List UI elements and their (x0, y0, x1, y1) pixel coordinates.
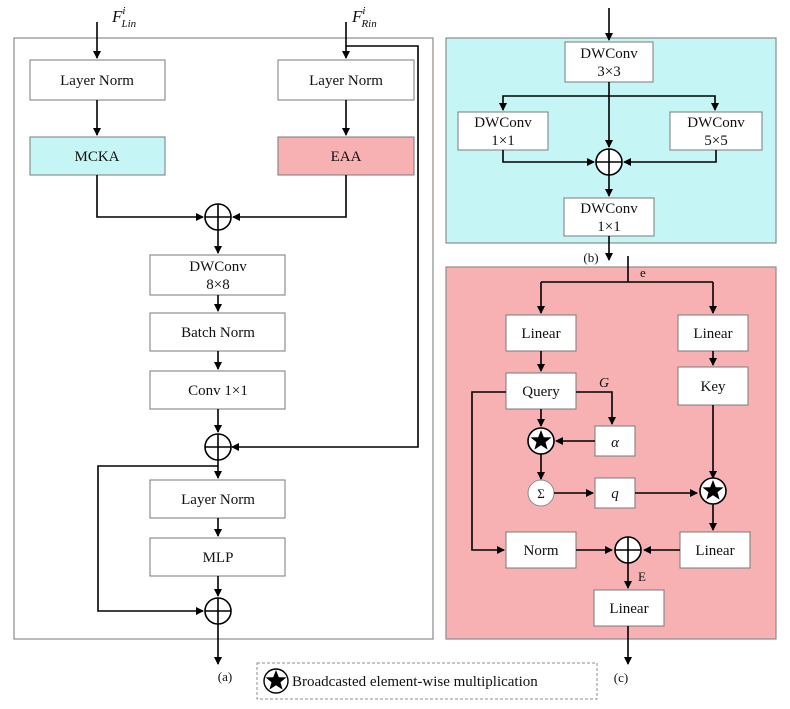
linear-bottom-label: Linear (609, 601, 648, 617)
arrow-query-norm (471, 391, 506, 554)
layer-norm-right-label: Layer Norm (309, 73, 383, 89)
arrow-b-left-add (502, 150, 595, 166)
add-icon-2 (204, 433, 232, 461)
dwconv-5-box (669, 111, 763, 151)
arrow-eaa-add (232, 175, 347, 221)
dwconv-3-box (564, 41, 654, 83)
arrow-b-right-add (623, 150, 717, 166)
query-label: Query (522, 384, 560, 400)
dwconv-5-label-1: DWConv (687, 115, 745, 131)
batch-norm-label: Batch Norm (181, 325, 255, 341)
input-e-label: e (640, 265, 646, 280)
conv-box (149, 370, 286, 410)
add-icon-c (614, 536, 642, 564)
alpha-label: α (611, 435, 620, 451)
arrow-b-right (609, 95, 719, 111)
dwconv-3-label-2: 3×3 (597, 64, 620, 80)
mlp-box (149, 537, 286, 577)
layer-norm-bottom-box (149, 479, 286, 519)
dwconv-1-label-2: 1×1 (491, 133, 514, 149)
star-icon-2 (699, 477, 727, 505)
legend-star-icon (263, 668, 289, 694)
linear-bottom-box (593, 589, 665, 627)
linear-right-box (677, 314, 749, 352)
mlp-label: MLP (203, 550, 234, 566)
dwconv-1b-label-1: DWConv (580, 201, 638, 217)
conv-label: Conv 1×1 (188, 383, 248, 399)
dwconv-5-label-2: 5×5 (704, 133, 727, 149)
linear-left-label: Linear (521, 326, 560, 342)
dwconv-1-box (457, 111, 549, 151)
panel-a-label: (a) (218, 669, 232, 684)
dwconv-8-label-2: 8×8 (206, 277, 229, 293)
add-icon-b (595, 148, 623, 176)
add-icon-3 (204, 597, 232, 625)
skip-wire-left (97, 465, 218, 615)
panel-b-label: (b) (583, 250, 598, 265)
sigma-icon: Σ (527, 479, 555, 507)
sigma-label: Σ (537, 486, 545, 501)
layer-norm-bottom-label: Layer Norm (181, 492, 255, 508)
layer-norm-right-box (277, 59, 415, 101)
q-label: q (611, 486, 619, 502)
panel-c-label: (c) (614, 670, 628, 685)
dwconv-1b-box (563, 197, 655, 237)
norm-box (505, 531, 577, 569)
linear-left-box (505, 314, 577, 352)
linear-right-label: Linear (693, 326, 732, 342)
star-icon (527, 427, 555, 455)
key-box (677, 366, 749, 406)
arrow-mcka-add (96, 175, 204, 221)
arrow-query-alpha (576, 391, 616, 425)
add-icon-1 (204, 203, 232, 231)
mcka-box (29, 136, 166, 176)
alpha-box (594, 425, 636, 457)
dwconv-1b-label-2: 1×1 (597, 219, 620, 235)
layer-norm-left-label: Layer Norm (60, 73, 134, 89)
batch-norm-box (149, 312, 286, 352)
dwconv-8-label-1: DWConv (189, 259, 247, 275)
dwconv-1-label-1: DWConv (474, 115, 532, 131)
layer-norm-left-box (29, 59, 166, 101)
legend-text: Broadcasted element-wise multiplication (292, 674, 538, 690)
linear-mid-right-label: Linear (695, 543, 734, 559)
key-label: Key (701, 379, 726, 395)
query-box (505, 372, 577, 410)
skip-wire-right (231, 45, 419, 451)
norm-label: Norm (524, 543, 559, 559)
mcka-label: MCKA (74, 149, 119, 165)
dwconv-3-label-1: DWConv (580, 46, 638, 62)
arrow-b-left (499, 95, 609, 111)
eaa-label: EAA (331, 149, 362, 165)
linear-mid-right-box (679, 531, 751, 569)
dwconv-8-box (149, 254, 286, 296)
legend-box (256, 662, 598, 700)
e-upper-label: E (638, 569, 646, 584)
g-label: G (599, 376, 609, 391)
